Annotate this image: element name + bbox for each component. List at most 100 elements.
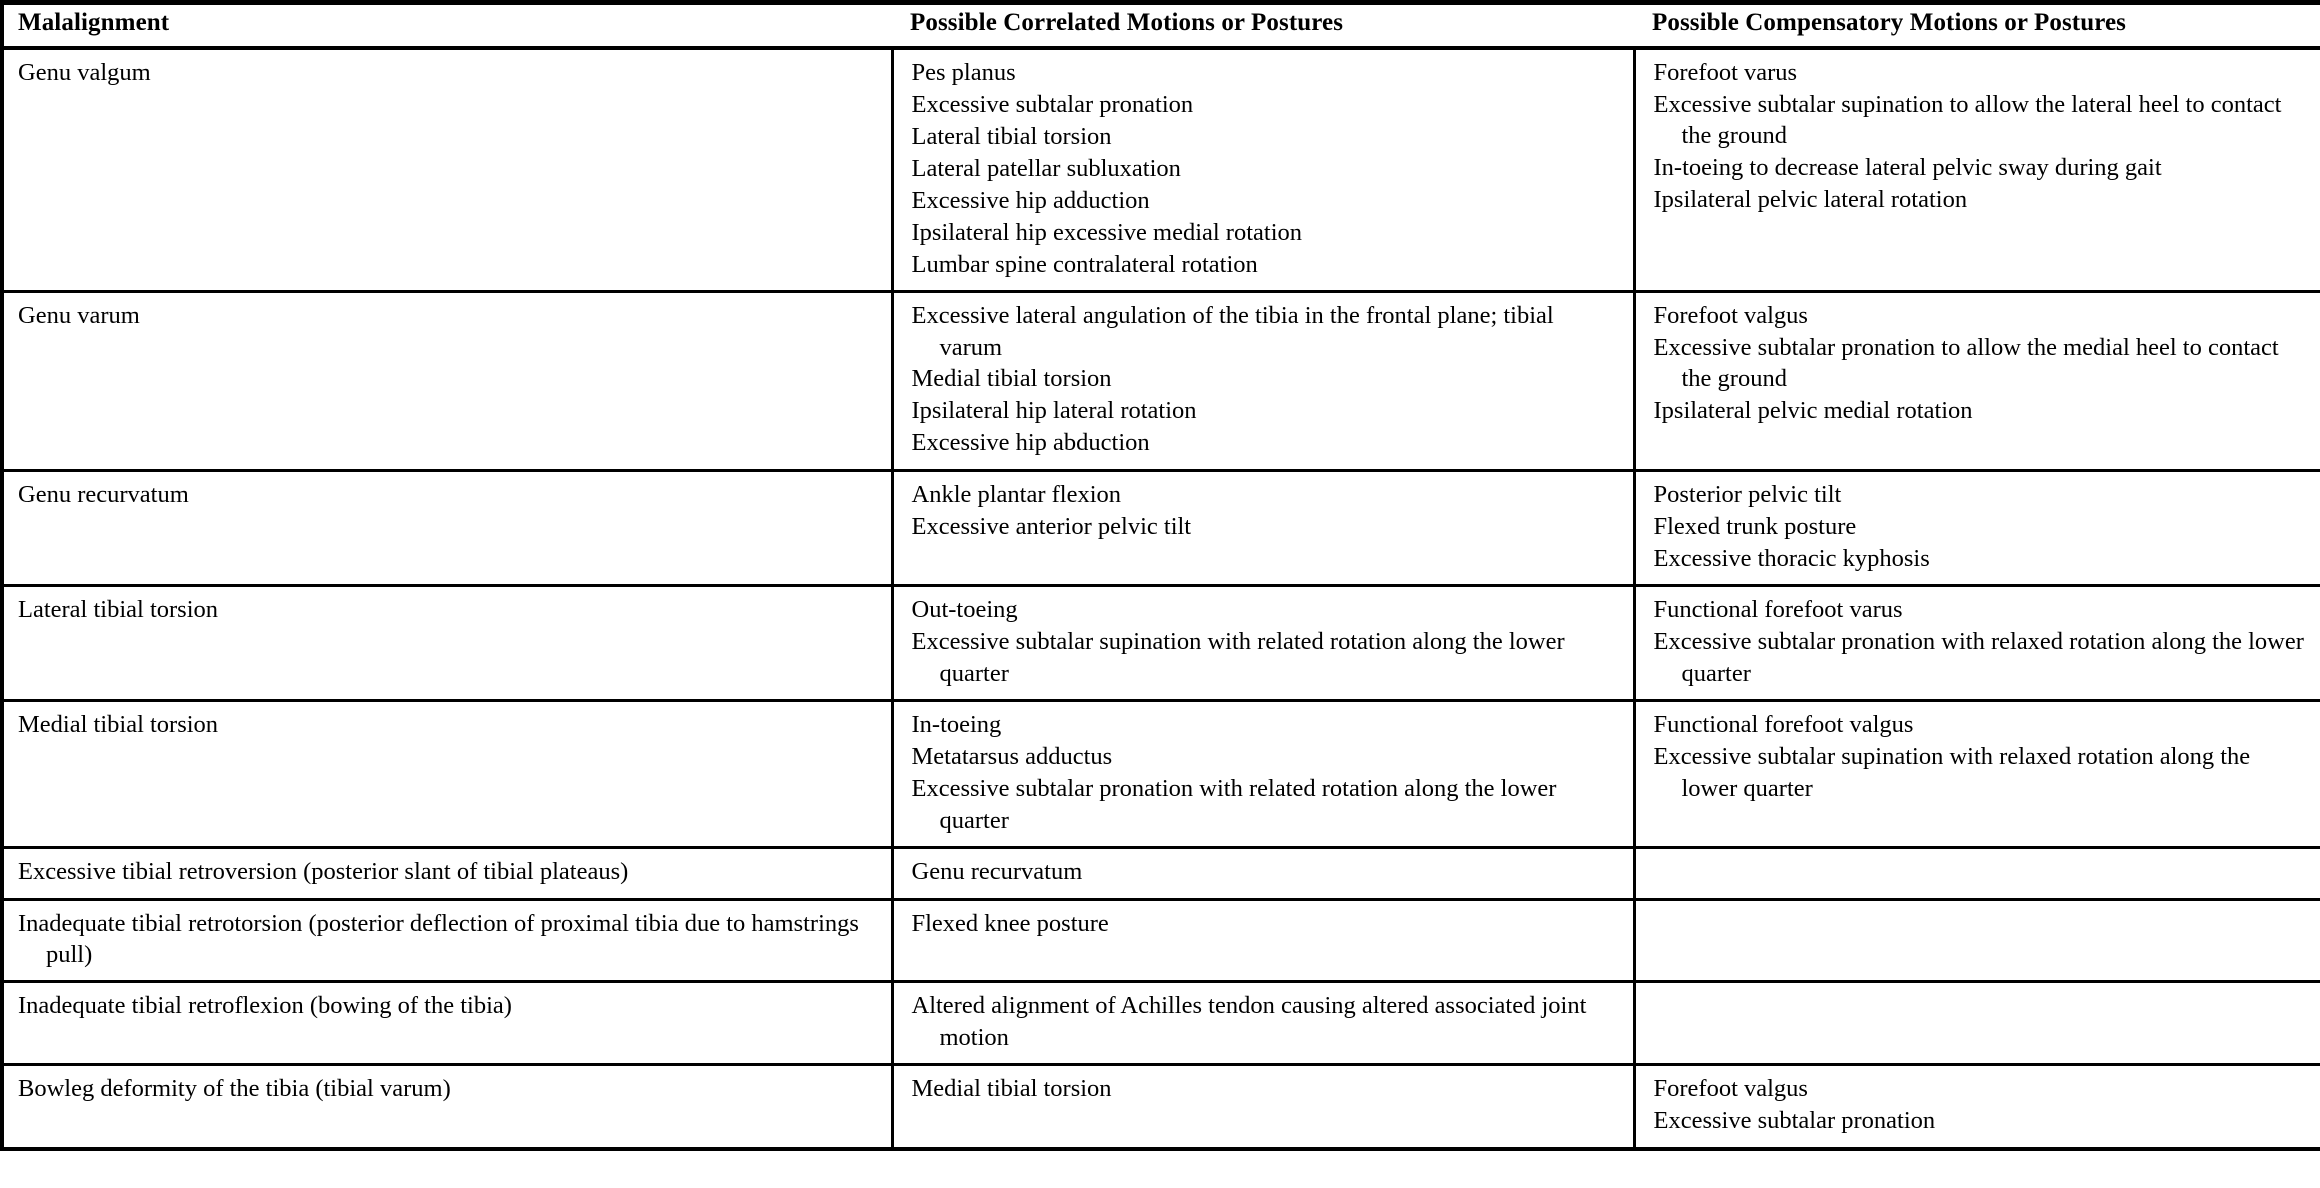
compensatory-item: Excessive subtalar pronation [1653,1107,1936,1135]
table-row: Bowleg deformity of the tibia (tibial va… [0,1064,2320,1151]
correlated-item: Pes planus [911,58,1016,86]
cell-correlated-motions: Altered alignment of Achilles tendon cau… [892,981,1636,1067]
malalignment-label: Genu valgum [18,58,151,86]
correlated-list: Altered alignment of Achilles tendon cau… [912,990,1617,1053]
cell-malalignment: Genu valgum [0,47,894,294]
cell-correlated-motions: Excessive lateral angulation of the tibi… [892,291,1636,472]
table-row: Excessive tibial retroversion (posterior… [0,847,2320,901]
malalignment-label: Genu varum [18,302,140,330]
compensatory-item: Forefoot valgus [1653,302,1808,330]
cell-malalignment: Genu varum [0,291,894,472]
cell-malalignment: Excessive tibial retroversion (posterior… [0,847,894,901]
compensatory-item: Forefoot varus [1653,58,1798,86]
correlated-item: Medial tibial torsion [911,1075,1112,1103]
compensatory-item: Functional forefoot varus [1653,596,1903,624]
cell-malalignment: Medial tibial torsion [0,700,894,850]
malalignment-label: Excessive tibial retroversion (posterior… [18,858,629,886]
compensatory-item: Excessive subtalar supination to allow t… [1653,90,2282,150]
correlated-list: Excessive lateral angulation of the tibi… [912,300,1617,459]
column-header-compensatory-motions: Possible Compensatory Motions or Posture… [1634,0,2320,50]
cell-malalignment: Bowleg deformity of the tibia (tibial va… [0,1064,894,1151]
cell-correlated-motions: Genu recurvatum [892,847,1636,901]
compensatory-item: Posterior pelvic tilt [1653,480,1842,508]
malalignment-label: Medial tibial torsion [18,711,219,739]
column-header-malalignment: Malalignment [0,0,892,50]
correlated-list: Genu recurvatum [912,856,1617,887]
malalignment-label: Bowleg deformity of the tibia (tibial va… [18,1075,451,1103]
table-header: Malalignment Possible Correlated Motions… [0,0,2320,50]
compensatory-item: Forefoot valgus [1653,1075,1808,1103]
compensatory-list [1654,908,2305,909]
malalignment-table: Malalignment Possible Correlated Motions… [0,0,2320,1151]
cell-compensatory-motions [1634,847,2320,901]
correlated-item: Lateral tibial torsion [911,122,1112,150]
compensatory-item: Excessive thoracic kyphosis [1653,544,1930,572]
compensatory-list [1654,856,2305,857]
malalignment-label: Inadequate tibial retroflexion (bowing o… [18,992,512,1020]
correlated-item: Altered alignment of Achilles tendon cau… [911,992,1587,1051]
correlated-list: Medial tibial torsion [912,1073,1617,1104]
cell-correlated-motions: Medial tibial torsion [892,1064,1636,1151]
correlated-item: Genu recurvatum [911,858,1083,886]
cell-malalignment: Genu recurvatum [0,470,894,588]
correlated-item: Flexed knee posture [911,909,1109,937]
correlated-item: Excessive subtalar pronation with relate… [911,775,1557,834]
compensatory-item: Excessive subtalar supination with relax… [1653,743,2251,802]
correlated-item: Medial tibial torsion [911,365,1112,393]
correlated-item: Excessive anterior pelvic tilt [911,512,1192,540]
compensatory-list [1654,990,2305,991]
compensatory-item: Ipsilateral pelvic lateral rotation [1653,186,1968,214]
compensatory-item: In-toeing to decrease lateral pelvic swa… [1653,154,2162,182]
correlated-item: Excessive subtalar pronation [911,90,1194,118]
correlated-item: Excessive hip abduction [911,429,1150,457]
correlated-item: Lumbar spine contralateral rotation [911,250,1258,278]
malalignment-label: Genu recurvatum [18,480,189,508]
cell-malalignment: Inadequate tibial retrotorsion (posterio… [0,899,894,984]
compensatory-item: Excessive subtalar pronation with relaxe… [1653,628,2304,687]
cell-malalignment: Lateral tibial torsion [0,585,894,703]
correlated-item: Excessive hip adduction [911,186,1150,214]
malalignment-label: Lateral tibial torsion [18,596,219,624]
correlated-item: Excessive lateral angulation of the tibi… [911,302,1554,361]
table-row: Inadequate tibial retroflexion (bowing o… [0,981,2320,1067]
correlated-item: Excessive subtalar supination with relat… [911,628,1565,687]
correlated-item: Out-toeing [911,596,1018,624]
header-row: Malalignment Possible Correlated Motions… [0,0,2320,50]
correlated-item: Metatarsus adductus [911,743,1113,771]
correlated-item: Lateral patellar subluxation [911,154,1181,182]
compensatory-item: Excessive subtalar pronation to allow th… [1653,334,2279,393]
correlated-item: Ankle plantar flexion [911,480,1122,508]
compensatory-item: Flexed trunk posture [1653,512,1857,540]
correlated-item: In-toeing [911,711,1002,739]
correlated-item: Ipsilateral hip lateral rotation [911,397,1197,425]
compensatory-item: Ipsilateral pelvic medial rotation [1653,397,1973,425]
column-header-correlated-motions: Possible Correlated Motions or Postures [892,0,1634,50]
malalignment-label: Inadequate tibial retrotorsion (posterio… [18,909,859,968]
cell-compensatory-motions [1634,981,2320,1067]
compensatory-item: Functional forefoot valgus [1653,711,1914,739]
